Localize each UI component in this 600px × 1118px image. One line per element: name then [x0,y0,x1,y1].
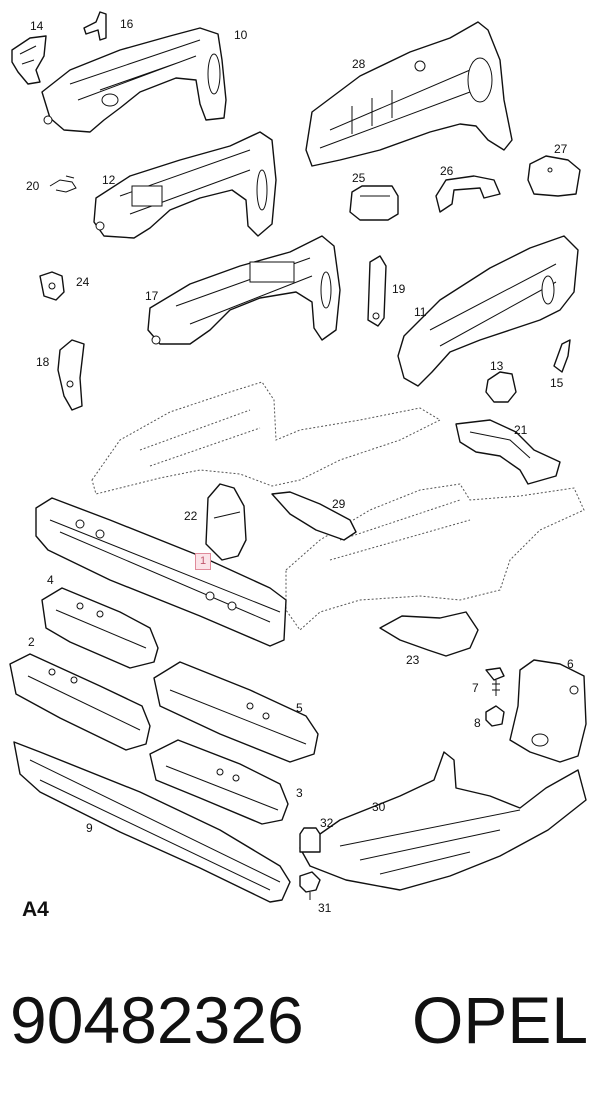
callout-26: 26 [440,164,454,178]
callout-24: 24 [76,275,90,289]
part-7 [485,667,505,696]
part-3 [149,739,289,825]
part-4 [41,587,159,669]
callout-14: 14 [30,19,44,33]
part-29 [271,491,357,541]
part-5 [153,661,319,763]
callout-9: 9 [86,821,93,835]
part-30 [299,751,587,891]
callout-23: 23 [406,653,420,667]
part-13 [485,371,517,403]
part-22 [205,483,247,561]
ghost-body-structure [91,381,585,631]
part-20 [49,175,77,193]
callout-3: 3 [296,786,303,800]
callout-6: 6 [567,657,574,671]
callout-13: 13 [490,359,504,373]
part-2 [9,653,151,751]
part-10 [41,27,227,133]
callout-30: 30 [372,800,386,814]
sheet-id: A4 [22,898,49,921]
part-21 [455,419,561,485]
callout-32: 32 [320,816,334,830]
part-23 [379,611,479,657]
callout-17: 17 [145,289,159,303]
callout-2: 2 [28,635,35,649]
callout-5: 5 [296,701,303,715]
callout-21: 21 [514,423,528,437]
brand-name: OPEL [412,983,589,1057]
part-number: 90482326 [10,983,304,1057]
parts-drawing: 14 16 10 28 20 12 25 26 27 24 17 19 11 1… [9,11,587,915]
callout-1-highlighted: 1 [195,553,211,570]
callout-8: 8 [474,716,481,730]
callout-20: 20 [26,179,40,193]
callout-18: 18 [36,355,50,369]
callout-28: 28 [352,57,366,71]
callout-12: 12 [102,173,116,187]
callout-16: 16 [120,17,134,31]
part-24 [39,271,65,301]
callout-7: 7 [472,681,479,695]
part-8 [485,705,505,727]
part-25 [349,185,399,221]
callout-19: 19 [392,282,406,296]
part-18 [57,339,85,411]
callout-31: 31 [318,901,332,915]
callout-10: 10 [234,28,248,42]
callout-4: 4 [47,573,54,587]
part-14 [11,35,47,85]
callout-25: 25 [352,171,366,185]
part-28 [305,21,513,167]
part-27 [527,155,581,197]
callout-22: 22 [184,509,198,523]
part-15 [553,339,571,373]
part-17 [147,235,341,345]
part-26 [435,175,501,213]
part-11 [397,235,579,387]
part-12 [93,131,277,239]
callout-29: 29 [332,497,346,511]
callout-27: 27 [554,142,568,156]
callout-15: 15 [550,376,564,390]
part-19 [367,255,387,327]
parts-diagram: 14 16 10 28 20 12 25 26 27 24 17 19 11 1… [9,11,587,921]
part-32 [299,827,321,853]
callout-11: 11 [414,305,427,319]
part-9 [13,741,291,903]
part-16 [83,11,107,41]
part-31 [299,871,321,900]
part-6 [509,659,587,763]
part-1 [35,497,287,647]
